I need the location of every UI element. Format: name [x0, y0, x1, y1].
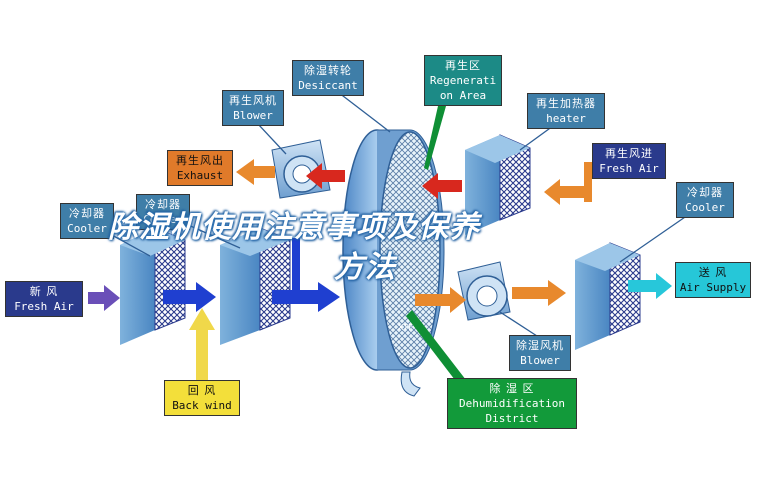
- label-cooler-left-en: Cooler: [67, 222, 107, 235]
- label-exhaust-en: Exhaust: [176, 169, 224, 182]
- label-cooler-right-zh: 冷却器: [687, 186, 723, 199]
- label-regen-area-en1: Regenerati: [429, 74, 497, 87]
- label-cooler-mid-en: Cooler: [143, 213, 183, 226]
- label-dehum-district: 除 湿 区 Dehumidification District: [447, 378, 577, 429]
- label-exhaust-zh: 再生风出: [176, 154, 224, 167]
- desiccant-wheel: XTF: [342, 129, 445, 371]
- arrow-orange-regen-in: [544, 179, 588, 205]
- label-desiccant-en: Desiccant: [298, 79, 358, 92]
- label-cooler-right-en: Cooler: [685, 201, 725, 214]
- watermark: XTF: [398, 323, 413, 332]
- label-dehum-blower: 除湿风机 Blower: [509, 335, 571, 371]
- page-title-line2: 方法: [334, 250, 396, 285]
- arrow-purple-fresh-air: [88, 285, 120, 311]
- arrow-orange-exhaust: [236, 159, 275, 185]
- page-title-line1: 除湿机使用注意事项及保养: [108, 210, 480, 245]
- label-regen-heater-en: heater: [546, 112, 586, 125]
- label-regen-fresh-air-zh: 再生风进: [605, 147, 653, 160]
- label-air-supply-en: Air Supply: [679, 281, 747, 294]
- label-dehum-district-en1: Dehumidification: [459, 397, 565, 410]
- label-air-supply: 送 风 Air Supply: [675, 262, 751, 298]
- page-title: 除湿机使用注意事项及保养 方法: [108, 208, 668, 288]
- label-regen-area-zh: 再生区: [445, 59, 481, 72]
- label-cooler-right: 冷却器 Cooler: [676, 182, 734, 218]
- label-cooler-left-zh: 冷却器: [69, 207, 105, 220]
- label-exhaust: 再生风出 Exhaust: [167, 150, 233, 186]
- arrow-blue-to-wheel: [272, 282, 340, 312]
- label-back-wind-zh: 回 风: [187, 384, 217, 397]
- arrow-red-into-blower: [306, 163, 345, 189]
- label-regen-area-en2: on Area: [439, 89, 487, 102]
- label-fresh-air: 新 风 Fresh Air: [5, 281, 83, 317]
- label-regen-fresh-air: 再生风进 Fresh Air: [592, 143, 666, 179]
- label-regen-heater-zh: 再生加热器: [536, 97, 596, 110]
- label-back-wind: 回 风 Back wind: [164, 380, 240, 416]
- arrow-blue-fresh-in: [163, 282, 216, 312]
- label-regen-heater: 再生加热器 heater: [527, 93, 605, 129]
- label-dehum-district-en2: District: [485, 412, 539, 425]
- dehum-district-pointer: [406, 310, 466, 384]
- regen-heater-unit: [465, 134, 531, 235]
- label-dehum-district-zh: 除 湿 区: [489, 382, 535, 395]
- label-fresh-air-zh: 新 风: [29, 285, 59, 298]
- label-desiccant: 除湿转轮 Desiccant: [292, 60, 364, 96]
- label-cooler-mid-zh: 冷却器: [145, 198, 181, 211]
- label-regen-blower: 再生风机 Blower: [222, 90, 284, 126]
- pipe-blue: [292, 238, 300, 298]
- label-back-wind-en: Back wind: [172, 399, 232, 412]
- label-dehum-blower-zh: 除湿风机: [516, 339, 564, 352]
- arrow-orange-to-cooler: [512, 280, 566, 306]
- regen-blower-fan: [271, 139, 331, 199]
- wheel-outlet-duct: [400, 371, 421, 397]
- arrow-orange-to-dehum-blower: [415, 287, 466, 313]
- regen-area-pointer: [424, 106, 446, 170]
- dehum-blower-fan: [457, 261, 511, 321]
- cooler-unit-mid: [220, 227, 291, 345]
- arrow-cyan-supply: [628, 273, 672, 299]
- label-regen-blower-zh: 再生风机: [229, 94, 277, 107]
- cooler-unit-right: [575, 242, 641, 350]
- arrow-yellow-back-wind: [189, 308, 215, 380]
- label-air-supply-zh: 送 风: [698, 266, 728, 279]
- flow-arrows: [88, 159, 672, 380]
- label-cooler-mid: 冷却器 Cooler: [136, 194, 190, 230]
- label-regen-area: 再生区 Regenerati on Area: [424, 55, 502, 106]
- label-regen-blower-en: Blower: [233, 109, 273, 122]
- label-dehum-blower-en: Blower: [520, 354, 560, 367]
- pipe-orange-regen: [584, 162, 592, 202]
- arrow-red-heater-to-wheel: [422, 173, 462, 199]
- label-desiccant-zh: 除湿转轮: [304, 64, 352, 77]
- label-cooler-left: 冷却器 Cooler: [60, 203, 114, 239]
- label-fresh-air-en: Fresh Air: [14, 300, 74, 313]
- label-regen-fresh-air-en: Fresh Air: [599, 162, 659, 175]
